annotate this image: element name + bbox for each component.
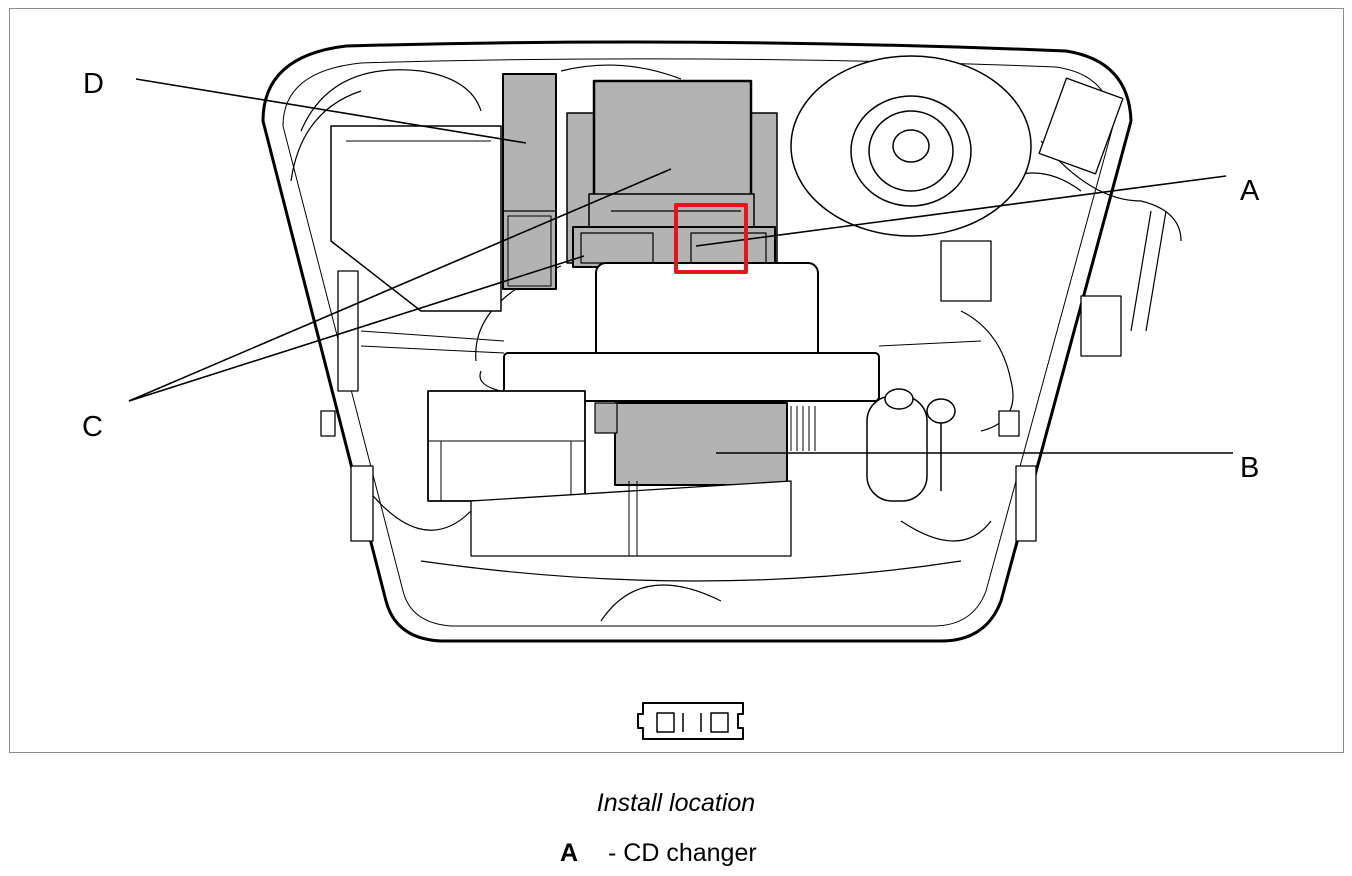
left-compartment <box>330 125 502 312</box>
module-b-fins <box>790 406 816 451</box>
figure-frame: D A C B <box>9 8 1344 753</box>
module-d <box>502 73 557 290</box>
figure-caption: Install location <box>596 789 756 817</box>
highlight-box <box>674 203 748 274</box>
module-c <box>592 79 753 203</box>
legend-text: - CD changer <box>608 839 757 867</box>
leader-c <box>128 168 672 402</box>
callout-b: B <box>1240 452 1260 484</box>
compressor <box>866 388 956 502</box>
callout-d: D <box>83 68 104 100</box>
leader-a <box>695 175 1227 247</box>
trunk-outline <box>261 40 1133 643</box>
leader-lines <box>128 78 1233 454</box>
right-connectors <box>940 77 1124 437</box>
module-b <box>614 402 788 486</box>
trunk-diagram <box>128 40 1233 740</box>
orientation-symbol <box>637 702 744 740</box>
legend-row: A - CD changer <box>560 838 757 868</box>
leader-d <box>135 78 527 144</box>
callout-c: C <box>82 411 103 443</box>
leader-c2 <box>128 255 585 402</box>
floor-padding <box>470 480 792 557</box>
left-lower-box <box>427 390 586 502</box>
crossbar <box>503 352 880 402</box>
callout-a: A <box>1240 175 1260 207</box>
spare-wheel <box>790 55 1032 237</box>
legend-key: A <box>560 839 579 867</box>
